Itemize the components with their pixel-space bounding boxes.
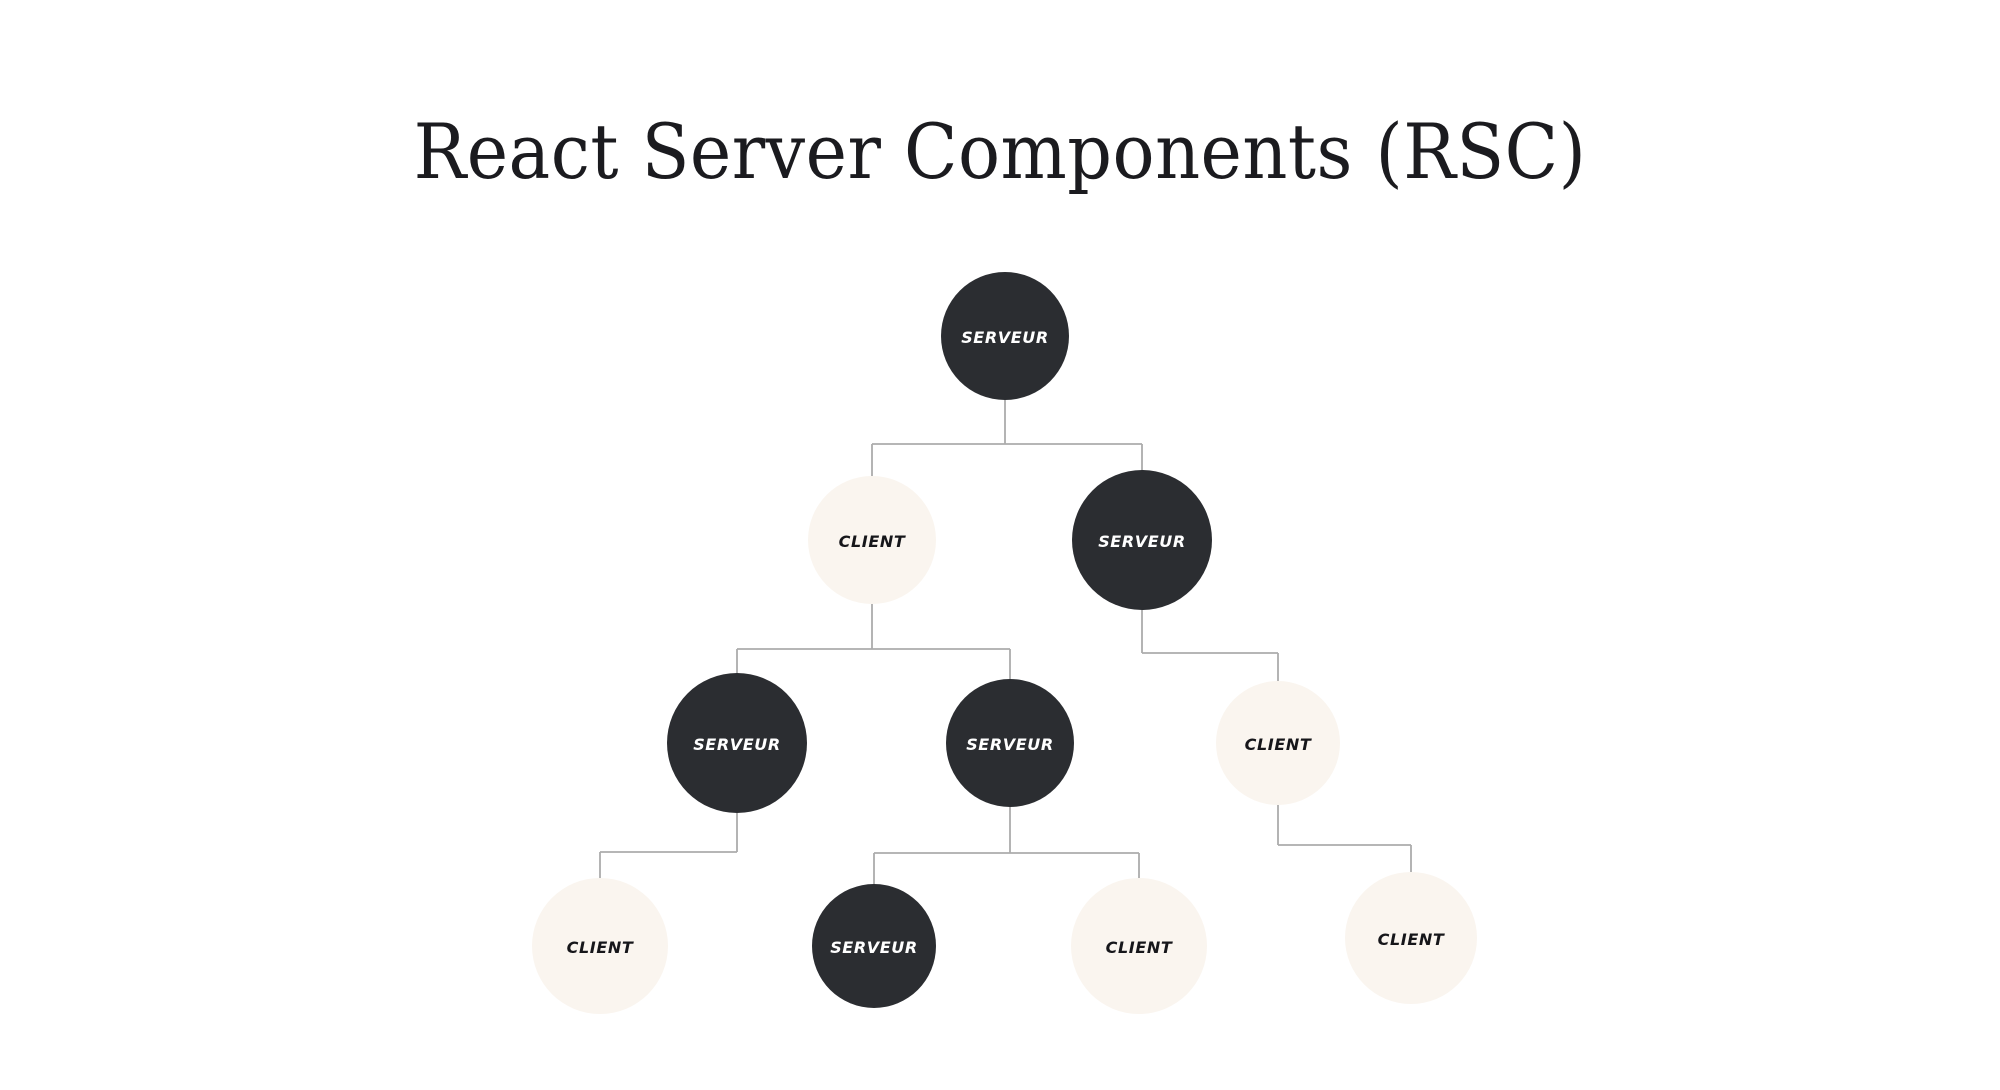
tree-node-label: Serveur bbox=[1098, 526, 1186, 553]
tree-node-label: Serveur bbox=[966, 729, 1054, 756]
tree-node-label: Serveur bbox=[693, 729, 781, 756]
tree-node-server-n3[interactable]: Serveur bbox=[667, 673, 807, 813]
page-title: React Server Components (RSC) bbox=[413, 106, 1587, 196]
tree-node-client-n8[interactable]: Client bbox=[1071, 878, 1207, 1014]
tree-node-server-n4[interactable]: Serveur bbox=[946, 679, 1074, 807]
tree-node-label: Client bbox=[1244, 729, 1312, 756]
tree-node-label: Client bbox=[1105, 932, 1173, 959]
tree-node-client-n9[interactable]: Client bbox=[1345, 872, 1477, 1004]
tree-node-client-n5[interactable]: Client bbox=[1216, 681, 1340, 805]
tree-node-server-n0[interactable]: Serveur bbox=[941, 272, 1069, 400]
tree-node-label: Client bbox=[1377, 924, 1445, 951]
tree-node-label: Client bbox=[566, 932, 634, 959]
tree-node-client-n6[interactable]: Client bbox=[532, 878, 668, 1014]
tree-node-label: Serveur bbox=[830, 932, 918, 959]
tree-node-server-n7[interactable]: Serveur bbox=[812, 884, 936, 1008]
tree-node-label: Serveur bbox=[961, 322, 1049, 349]
tree-node-server-n2[interactable]: Serveur bbox=[1072, 470, 1212, 610]
tree-node-client-n1[interactable]: Client bbox=[808, 476, 936, 604]
tree-node-label: Client bbox=[838, 526, 906, 553]
